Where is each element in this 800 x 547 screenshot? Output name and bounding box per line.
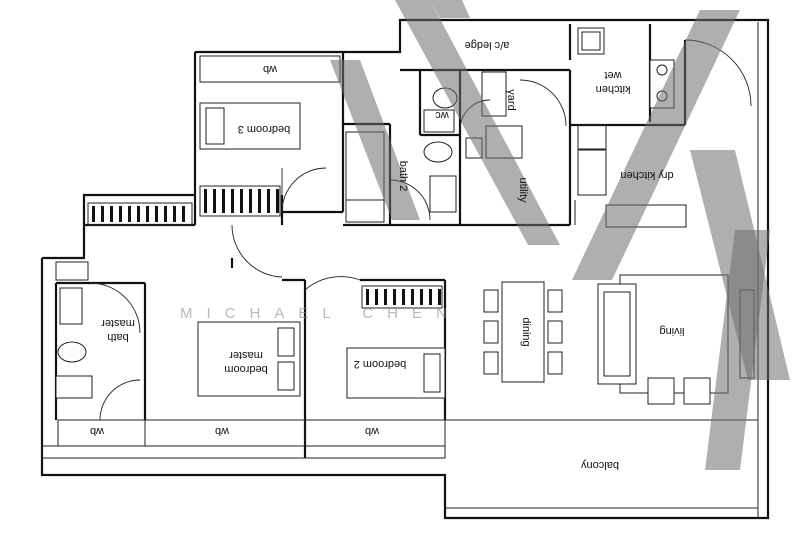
label-bath2: bath 2 <box>397 161 409 192</box>
label-master-bedroom-2: bedroom <box>224 363 267 375</box>
room-labels: a/c ledge wet kitchen wc yard bedroom 3 … <box>90 39 685 471</box>
wardrobe-hatch-mark <box>92 206 95 222</box>
label-yard: yard <box>505 89 517 110</box>
wardrobe-hatch-mark <box>137 206 140 222</box>
wardrobe-hatch-mark <box>128 206 131 222</box>
wardrobe-hatch-mark <box>375 289 378 305</box>
wardrobe-hatch-mark <box>366 289 369 305</box>
wardrobe-front <box>199 185 281 217</box>
label-master-bedroom-1: master <box>229 349 263 361</box>
wardrobe-hatch <box>87 185 443 309</box>
label-utility: utility <box>517 177 529 203</box>
wardrobe-hatch-mark <box>182 206 185 222</box>
label-master-bath-2: bath <box>107 331 128 343</box>
wardrobe-hatch-mark <box>110 206 113 222</box>
master-toilet <box>57 341 87 363</box>
label-bedroom3: bedroom 3 <box>238 123 291 135</box>
label-wb-bedroom2: wb <box>365 425 380 437</box>
wardrobe-front <box>87 202 193 226</box>
watermark-text: MICHAEL CHEN <box>180 305 461 322</box>
wardrobe-hatch-mark <box>146 206 149 222</box>
label-wb-master-bath: wb <box>90 425 105 437</box>
wardrobe-hatch-mark <box>119 206 122 222</box>
wardrobe-hatch-mark <box>438 289 441 305</box>
wardrobe-hatch-mark <box>204 189 207 213</box>
wardrobe-front <box>361 285 443 309</box>
wardrobe-hatch-mark <box>384 289 387 305</box>
watermark: MICHAEL CHEN <box>180 0 790 470</box>
wardrobe-hatch-mark <box>393 289 396 305</box>
wardrobe-hatch-mark <box>429 289 432 305</box>
wardrobe-hatch-mark <box>164 206 167 222</box>
wardrobe-hatch-mark <box>222 189 225 213</box>
wardrobe-hatch-mark <box>402 289 405 305</box>
wardrobe-hatch-mark <box>276 189 279 213</box>
bath2-toilet <box>423 141 453 163</box>
wardrobe-hatch-mark <box>101 206 104 222</box>
beds <box>197 102 446 399</box>
wardrobe-hatch-mark <box>231 189 234 213</box>
wardrobe-hatch-mark <box>420 289 423 305</box>
wardrobe-hatch-mark <box>258 189 261 213</box>
wardrobe-hatch-mark <box>411 289 414 305</box>
label-wet-kitchen-2: kitchen <box>596 83 631 95</box>
wardrobe-hatch-mark <box>249 189 252 213</box>
label-dining: dining <box>520 317 532 346</box>
label-wet-kitchen-1: wet <box>604 69 622 81</box>
label-bedroom2: bedroom 2 <box>354 358 407 370</box>
wardrobe-hatch-mark <box>173 206 176 222</box>
label-balcony: balcony <box>581 459 619 471</box>
wardrobe-hatch-mark <box>240 189 243 213</box>
wardrobe-strip <box>41 419 758 459</box>
dining-set <box>483 281 563 383</box>
label-wb-bedroom3: wb <box>263 63 278 75</box>
wardrobe-hatch-mark <box>155 206 158 222</box>
label-dry-kitchen: dry kitchen <box>620 169 673 181</box>
label-master-bath-1: master <box>101 317 135 329</box>
wardrobe-hatch-mark <box>213 189 216 213</box>
interior-walls <box>54 24 687 458</box>
label-ac-ledge: a/c ledge <box>465 39 510 51</box>
label-wc: wc <box>435 109 450 121</box>
label-wb-master-bedroom: wb <box>215 425 230 437</box>
wardrobe-hatch-mark <box>267 189 270 213</box>
label-living: living <box>659 325 684 337</box>
